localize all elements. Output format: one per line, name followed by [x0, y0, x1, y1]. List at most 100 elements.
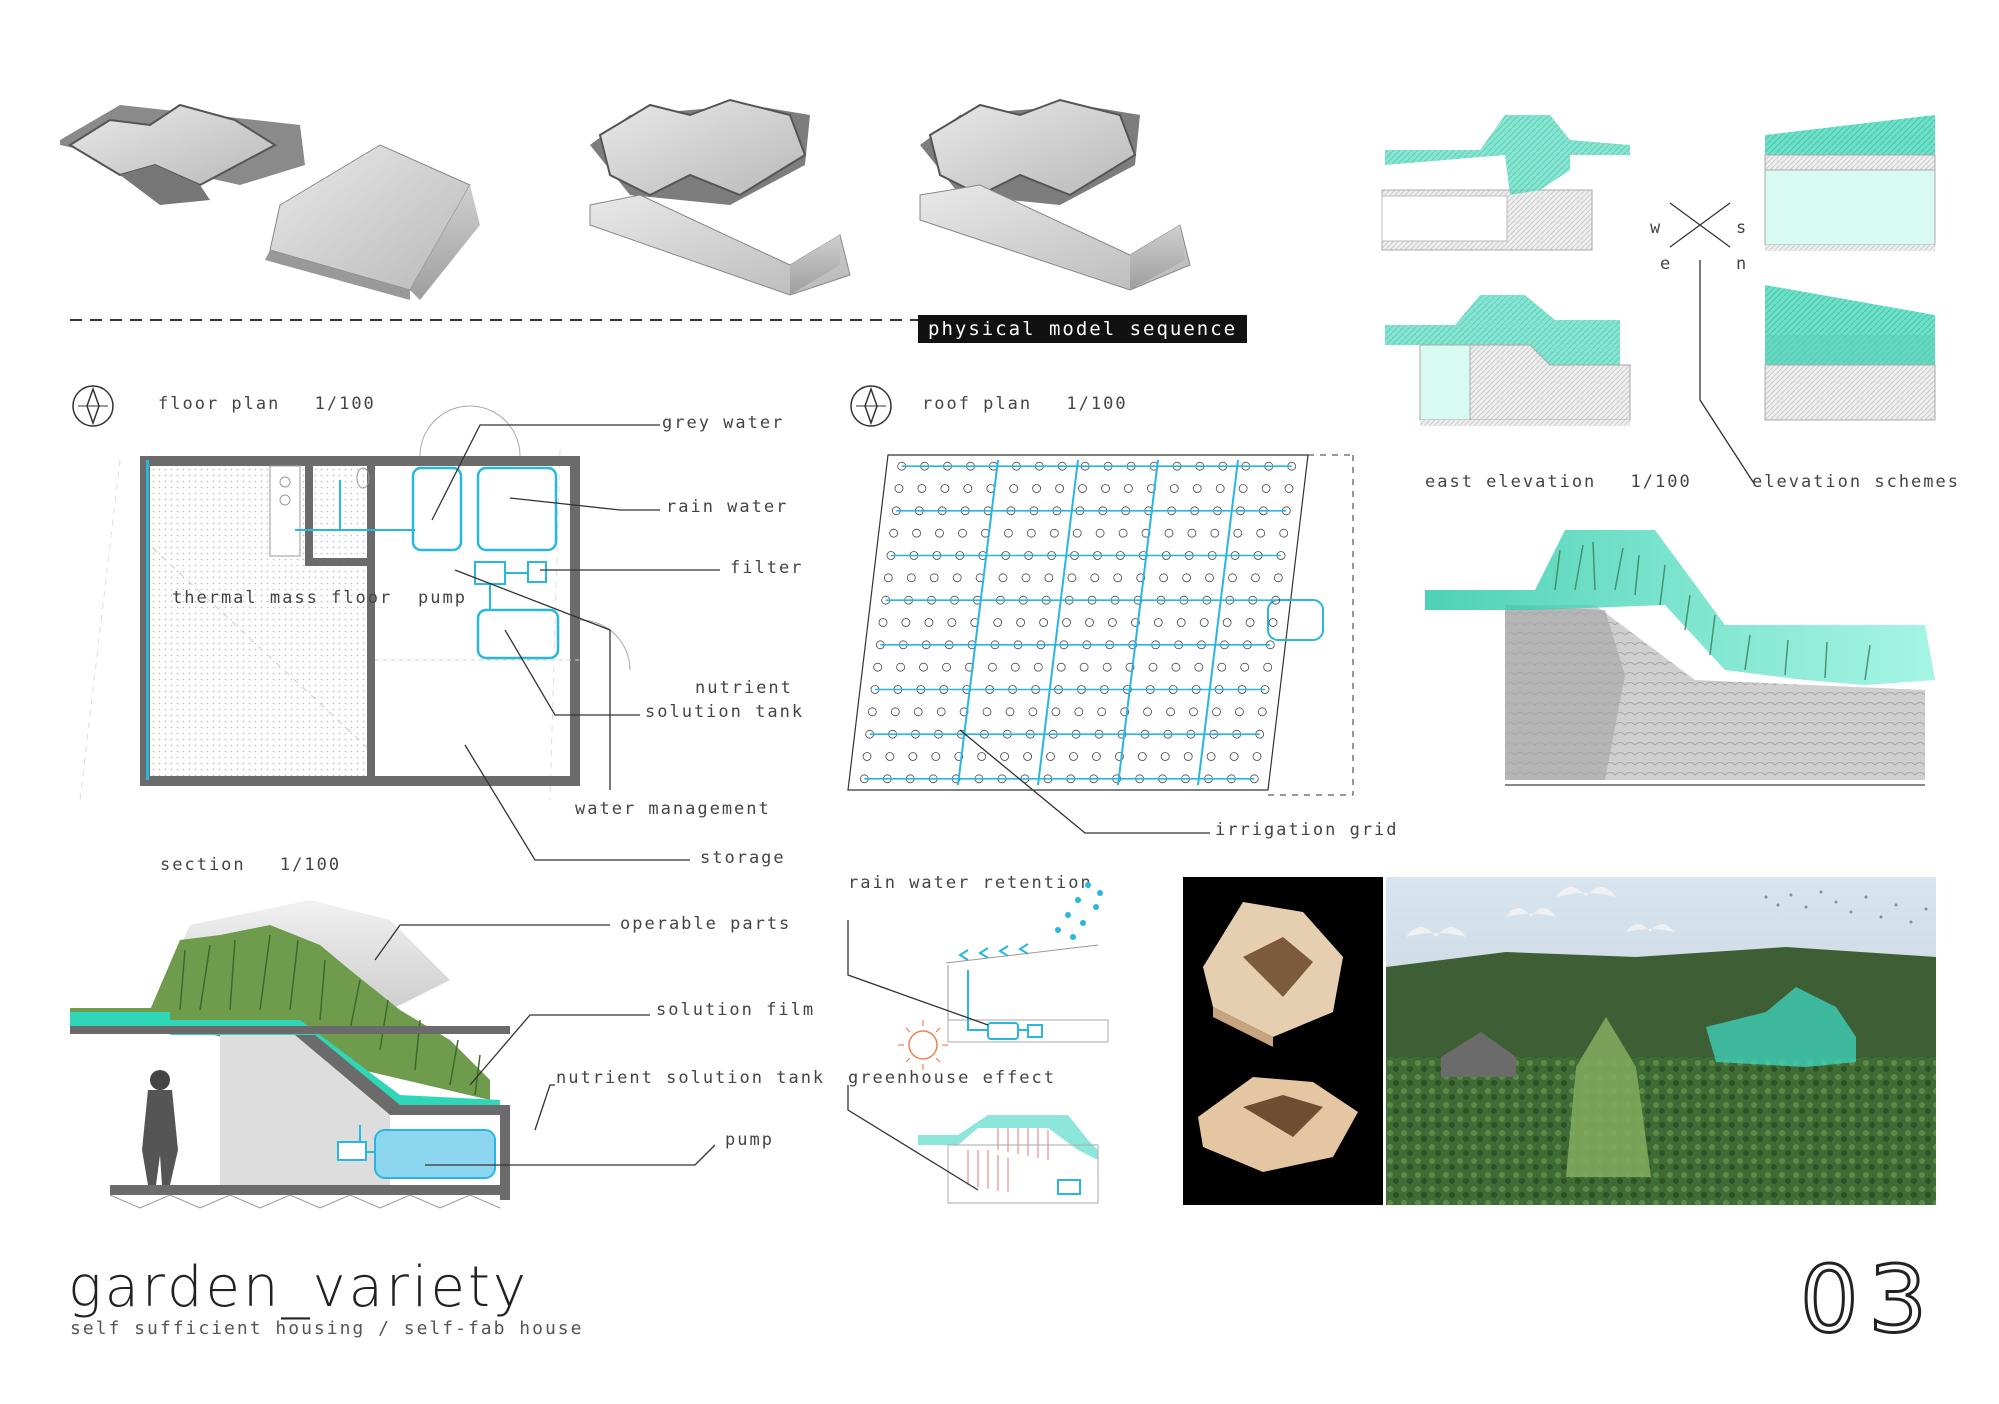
- east-elevation-scale: 1/100: [1630, 472, 1692, 492]
- irrigation-node: [1159, 573, 1169, 583]
- irrigation-node: [1044, 573, 1054, 583]
- irrigation-node: [1210, 528, 1220, 538]
- compass-s: s: [1736, 218, 1749, 238]
- irrigation-node: [940, 484, 950, 493]
- irrigation-node: [931, 752, 941, 761]
- irrigation-node: [1192, 484, 1202, 493]
- irrigation-node: [1263, 662, 1273, 672]
- irrigation-node: [1055, 484, 1065, 493]
- label-solution-film: solution film: [656, 1000, 816, 1020]
- irrigation-node: [867, 707, 877, 717]
- section-figure: [142, 1070, 178, 1185]
- label-pump: pump: [418, 588, 467, 608]
- irrigation-node: [873, 662, 883, 672]
- irrigation-node: [1273, 573, 1283, 583]
- compass-e: e: [1660, 254, 1673, 274]
- site-rendering-photo: [1386, 877, 1936, 1205]
- irrigation-node: [1062, 618, 1071, 627]
- label-nutrient-solution-tank: nutrient solution tank: [556, 1068, 826, 1088]
- label-solution-tank: solution tank: [645, 702, 805, 722]
- irrigation-node: [1284, 484, 1294, 493]
- sequence-label: physical model sequence: [918, 315, 1248, 343]
- model-step-1: [60, 103, 480, 300]
- irrigation-node: [1205, 573, 1214, 583]
- irrigation-node: [1215, 484, 1225, 493]
- irrigation-node: [987, 662, 997, 672]
- irrigation-node: [1182, 573, 1192, 583]
- irrigation-node: [1118, 528, 1128, 538]
- irrigation-node: [982, 707, 992, 717]
- irrigation-node: [1206, 752, 1216, 761]
- irrigation-node: [1164, 528, 1174, 538]
- irrigation-node: [1032, 484, 1042, 493]
- irrigation-main: [957, 459, 999, 786]
- irrigation-node: [1187, 528, 1197, 538]
- irrigation-node: [1257, 707, 1267, 717]
- irrigation-node: [1194, 662, 1204, 672]
- elevation-scheme-3: [1385, 295, 1631, 426]
- roof-plan-title-text: roof plan: [922, 394, 1033, 414]
- irrigation-node: [862, 752, 872, 761]
- irrigation-node: [1148, 662, 1158, 672]
- elevation-scheme-4: [1764, 285, 1936, 421]
- irrigation-node: [942, 662, 951, 672]
- irrigation-node: [958, 528, 967, 538]
- irrigation-node: [883, 573, 893, 583]
- irrigation-main: [1037, 459, 1079, 786]
- irrigation-node: [1228, 573, 1237, 583]
- irrigation-node: [1123, 484, 1133, 493]
- irrigation-node: [1238, 484, 1248, 493]
- label-greenhouse-effect: greenhouse effect: [848, 1068, 1056, 1088]
- irrigation-node: [1003, 528, 1013, 538]
- irrigation-node: [1072, 528, 1082, 538]
- irrigation-node: [1101, 484, 1110, 493]
- irrigation-node: [1114, 752, 1124, 761]
- irrigation-node: [1095, 528, 1105, 538]
- irrigation-node: [1085, 618, 1094, 627]
- irrigation-node: [1000, 752, 1010, 761]
- irrigation-node: [959, 707, 969, 717]
- irrigation-node: [1245, 618, 1255, 627]
- irrigation-node: [917, 484, 927, 493]
- irrigation-node: [919, 662, 928, 672]
- section-title-text: section: [160, 855, 246, 875]
- irrigation-node: [977, 752, 987, 761]
- wooden-model-photo-2: [1198, 1077, 1358, 1172]
- irrigation-node: [993, 618, 1003, 627]
- project-subtitle: self sufficient housing / self-fab house: [70, 1318, 584, 1339]
- section-drawing: [70, 900, 510, 1209]
- roof-plan-irrigation-grid: [847, 454, 1354, 796]
- irrigation-node: [890, 707, 900, 717]
- project-title: garden_variety: [68, 1255, 530, 1320]
- irrigation-node: [1023, 752, 1033, 761]
- rain-water-retention-diagram: [847, 882, 1109, 1043]
- irrigation-node: [1056, 662, 1066, 672]
- elevation-schemes-label: elevation schemes: [1752, 472, 1960, 492]
- irrigation-node: [878, 618, 888, 627]
- page-number: 03: [1798, 1245, 1938, 1355]
- irrigation-node: [913, 707, 923, 717]
- floor-plan-title-text: floor plan: [158, 394, 281, 414]
- elevation-scheme-1: [1381, 115, 1630, 251]
- irrigation-node: [1051, 707, 1061, 717]
- irrigation-node: [1199, 618, 1209, 627]
- label-rain-water-retention: rain water retention: [848, 873, 1093, 893]
- irrigation-node: [952, 573, 962, 583]
- irrigation-node: [1160, 752, 1170, 761]
- irrigation-node: [1189, 707, 1198, 717]
- wooden-model-photo-1: [1203, 902, 1343, 1047]
- irrigation-node: [1136, 573, 1146, 583]
- irrigation-node: [1097, 707, 1107, 717]
- irrigation-node: [1130, 618, 1140, 627]
- irrigation-node: [936, 707, 946, 717]
- irrigation-node: [1005, 707, 1015, 717]
- irrigation-node: [1074, 707, 1084, 717]
- irrigation-node: [1033, 662, 1043, 672]
- label-rain-water: rain water: [666, 497, 789, 517]
- irrigation-node: [1233, 528, 1243, 538]
- label-filter: filter: [730, 558, 804, 578]
- physical-model-sequence-images: [60, 98, 1191, 300]
